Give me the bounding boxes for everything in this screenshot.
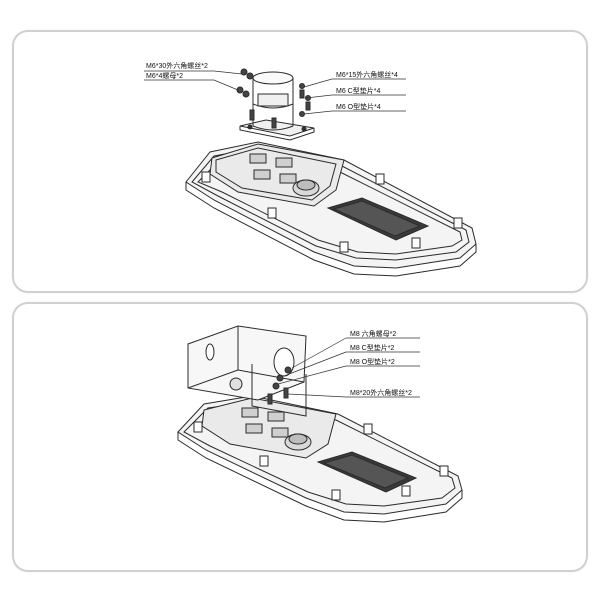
label-m6-nut: M6*4螺母*2 (146, 71, 183, 80)
driver-box (209, 143, 345, 207)
label-m8-o-washer: M8 O型垫片*2 (350, 357, 395, 366)
flange-plate (239, 119, 315, 141)
bottom-assembly-panel: M8 六角螺母*2 M8 C型垫片*2 M8 O型垫片*2 M8*20外六角螺丝… (12, 302, 588, 572)
led-module (316, 451, 418, 493)
label-m8-20-bolt: M8*20外六角螺丝*2 (350, 388, 412, 397)
label-m6-o-washer: M6 O型垫片*4 (336, 102, 381, 111)
pipe-clamp (252, 71, 294, 131)
label-m8-c-washer: M8 C型垫片*2 (350, 343, 394, 352)
label-m8-nut: M8 六角螺母*2 (350, 329, 396, 338)
driver-box (201, 397, 337, 459)
leader-lines (144, 70, 406, 115)
label-m6-15-bolt: M6*15外六角螺丝*4 (336, 70, 398, 79)
leader-lines (277, 337, 420, 398)
top-assembly-panel: M6*30外六角螺丝*2 M6*4螺母*2 M6*15外六角螺丝*4 M6 C型… (12, 30, 588, 293)
hardware-parts (267, 366, 292, 405)
label-m6-30-bolt: M6*30外六角螺丝*2 (146, 61, 208, 70)
bracket-assembly-diagram: M8 六角螺母*2 M8 C型垫片*2 M8 O型垫片*2 M8*20外六角螺丝… (177, 325, 463, 523)
label-m6-c-washer: M6 C型垫片*4 (336, 86, 380, 95)
led-module (326, 197, 430, 241)
pole-adapter-assembly-diagram: M6*30外六角螺丝*2 M6*4螺母*2 M6*15外六角螺丝*4 M6 C型… (144, 61, 477, 277)
